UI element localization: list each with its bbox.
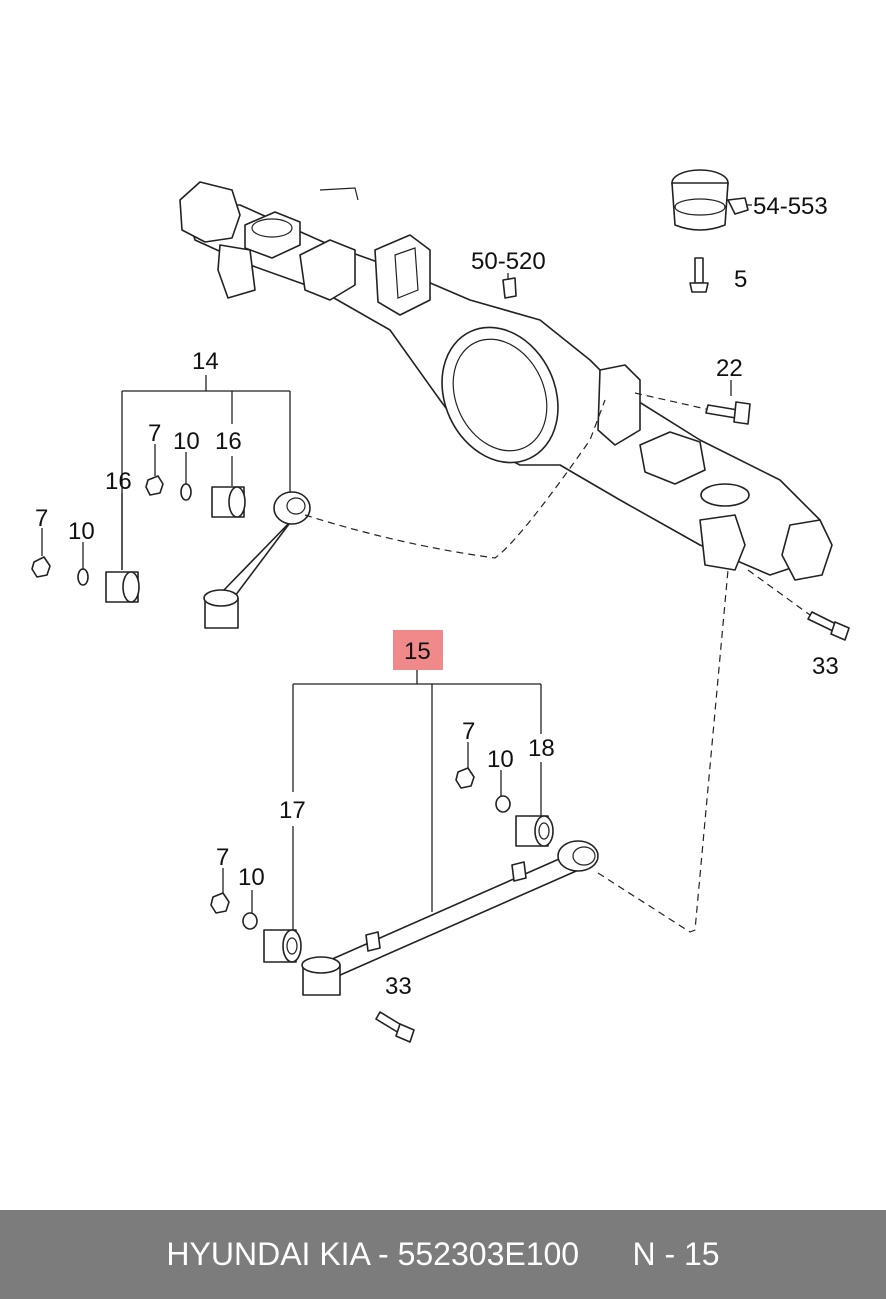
clip-50520 [502,277,517,299]
callout-22: 22 [716,355,743,382]
callout-10a: 10 [173,428,200,455]
upper-arm-assembly [203,491,311,629]
callout-54-553: 54-553 [753,193,828,220]
callout-10d: 10 [238,864,265,891]
bolt-22-guide [634,392,707,410]
leader-14 [121,375,291,570]
washer-10d [242,912,258,930]
nut-7a [145,475,164,496]
washer-10a [180,483,192,501]
lower-arm-assembly [301,840,599,996]
callout-16a: 16 [215,428,242,455]
bolt-33a [807,611,850,641]
leader-15 [292,670,542,930]
callout-15-highlight [393,630,443,670]
callout-7c: 7 [462,718,475,745]
callout-10b: 10 [68,518,95,545]
callout-50-520: 50-520 [471,248,546,275]
callout-labels: 54-553 5 50-520 22 14 7 10 16 16 7 10 33… [35,193,839,1000]
nut-7b [31,556,51,578]
bushing-18 [515,815,554,847]
washer-10c [495,795,511,813]
callout-18: 18 [528,735,555,762]
callout-7d: 7 [216,844,229,871]
callout-7b: 7 [35,505,48,532]
callout-16b: 16 [105,468,132,495]
rear-axle-housing [179,181,833,581]
callout-14: 14 [192,348,219,375]
bump-stopper [671,169,749,231]
nut-7d [210,892,230,914]
bushing-16b [105,571,140,603]
bolt-22 [705,401,751,425]
nut-7c [455,767,475,789]
lower-arm-guide [597,569,729,933]
callout-7a: 7 [148,420,161,447]
callout-15: 15 [404,638,431,665]
footer-bar: HYUNDAI KIA - 552303E100 N - 15 [0,1210,886,1299]
washer-10b [77,568,89,586]
bushing-16a [211,486,246,518]
callout-17: 17 [279,797,306,824]
bolt-5 [689,257,709,293]
upper-arm-guide [304,399,606,559]
bolt-33b [375,1011,415,1043]
footer-spacer [579,1236,632,1273]
bolt-33a-guide [747,569,811,616]
footer-page-ref: N - 15 [632,1236,720,1272]
callout-10c: 10 [487,746,514,773]
callout-33b: 33 [385,973,412,1000]
callout-33a: 33 [812,653,839,680]
parts-diagram: 54-553 5 50-520 22 14 7 10 16 16 7 10 33… [31,169,850,1043]
callout-5: 5 [734,266,747,293]
footer-part-number: HYUNDAI KIA - 552303E100 [166,1236,580,1272]
bushing-17 [263,929,302,963]
